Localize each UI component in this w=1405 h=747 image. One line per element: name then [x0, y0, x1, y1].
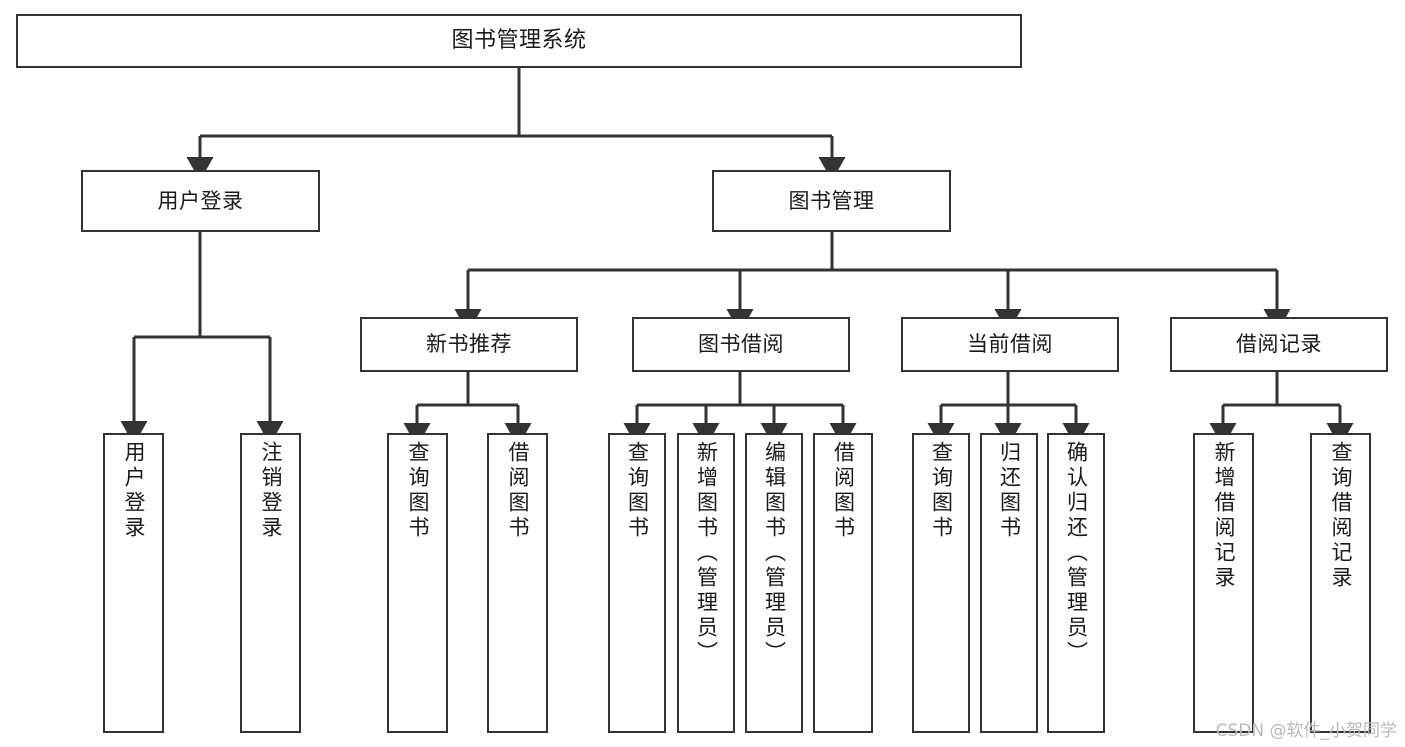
node-current-borrow[interactable]: 当前借阅	[901, 317, 1119, 372]
node-borrow-record[interactable]: 借阅记录	[1170, 317, 1388, 372]
node-label: 新增借阅记录	[1212, 441, 1236, 591]
node-label: 借阅记录	[1236, 332, 1322, 357]
leaf-return-book[interactable]: 归还图书	[980, 433, 1038, 733]
leaf-add-book[interactable]: 新增图书（管理员）	[677, 433, 735, 733]
node-label: 查询图书	[406, 441, 430, 541]
node-label: 用户登录	[157, 188, 244, 213]
node-label: 编辑图书（管理员）	[762, 441, 787, 666]
node-label: 图书管理系统	[451, 28, 587, 54]
node-label: 图书借阅	[698, 332, 784, 357]
node-book-borrow[interactable]: 图书借阅	[632, 317, 850, 372]
node-book-manage[interactable]: 图书管理	[712, 170, 951, 232]
edge-new-book-rec-children	[403, 372, 532, 447]
node-label: 借阅图书	[506, 441, 530, 541]
node-new-book-recommend[interactable]: 新书推荐	[360, 317, 578, 372]
node-label: 归还图书	[997, 441, 1022, 541]
edge-book-manage-children	[454, 232, 1291, 333]
edge-user-login-children	[120, 232, 284, 445]
node-label: 当前借阅	[967, 332, 1053, 357]
edge-borrow-record-children	[1209, 372, 1354, 447]
edge-current-borrow-children	[927, 372, 1090, 447]
leaf-query-borrow-record[interactable]: 查询借阅记录	[1310, 433, 1371, 733]
node-label: 图书管理	[788, 188, 875, 213]
node-label: 新增图书（管理员）	[694, 441, 719, 666]
leaf-confirm-return[interactable]: 确认归还（管理员）	[1047, 433, 1105, 733]
node-label: 新书推荐	[426, 332, 512, 357]
leaf-logout[interactable]: 注销登录	[240, 433, 301, 733]
node-label: 查询借阅记录	[1329, 441, 1353, 591]
leaf-add-borrow-record[interactable]: 新增借阅记录	[1193, 433, 1254, 733]
leaf-query-book-current[interactable]: 查询图书	[912, 433, 970, 733]
node-root-system[interactable]: 图书管理系统	[16, 14, 1022, 68]
edge-book-borrow-children	[623, 372, 857, 447]
leaf-query-book-recommend[interactable]: 查询图书	[387, 433, 448, 733]
node-label: 查询图书	[625, 441, 650, 541]
edge-root-to-level1	[186, 68, 846, 181]
leaf-edit-book[interactable]: 编辑图书（管理员）	[745, 433, 803, 733]
leaf-borrow-book-recommend[interactable]: 借阅图书	[487, 433, 548, 733]
node-label: 用户登录	[122, 441, 146, 541]
node-label: 确认归还（管理员）	[1064, 441, 1089, 666]
leaf-borrow-book[interactable]: 借阅图书	[813, 433, 873, 733]
leaf-query-book-borrow[interactable]: 查询图书	[608, 433, 666, 733]
leaf-user-login[interactable]: 用户登录	[103, 433, 164, 733]
node-user-login[interactable]: 用户登录	[81, 170, 320, 232]
node-label: 查询图书	[929, 441, 954, 541]
node-label: 注销登录	[259, 441, 283, 541]
node-label: 借阅图书	[831, 441, 856, 541]
